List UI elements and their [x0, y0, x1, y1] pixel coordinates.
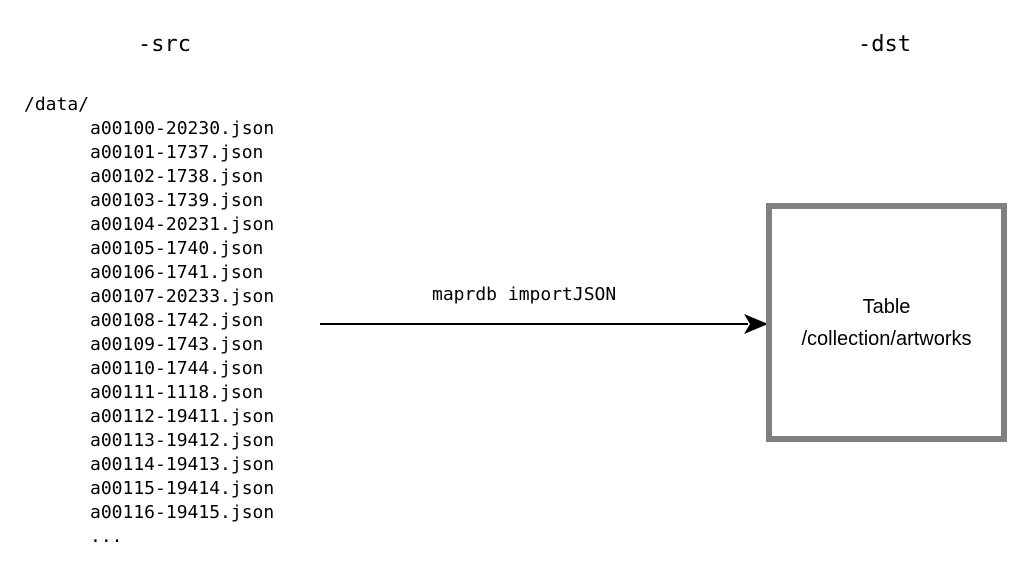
file-item: a00108-1742.json	[90, 310, 264, 331]
destination-table-box: Table /collection/artworks	[766, 203, 1007, 442]
src-label: -src	[138, 32, 191, 57]
file-item: a00101-1737.json	[90, 142, 264, 163]
dst-label: -dst	[858, 32, 911, 57]
file-item: a00106-1741.json	[90, 262, 264, 283]
source-directory: /data/	[24, 94, 90, 115]
file-item: ...	[90, 526, 123, 547]
file-item: a00104-20231.json	[90, 214, 275, 235]
file-item: a00116-19415.json	[90, 502, 275, 523]
file-item: a00115-19414.json	[90, 478, 275, 499]
file-item: a00102-1738.json	[90, 166, 264, 187]
table-path: /collection/artworks	[801, 327, 972, 350]
file-item: a00113-19412.json	[90, 430, 275, 451]
file-list: a00100-20230.json a00101-1737.json a00102-…	[90, 117, 274, 549]
import-arrow	[320, 314, 768, 334]
file-item: a00111-1118.json	[90, 382, 264, 403]
file-item: a00114-19413.json	[90, 454, 275, 475]
file-item: a00109-1743.json	[90, 334, 264, 355]
file-item: a00107-20233.json	[90, 286, 275, 307]
command-label: maprdb importJSON	[432, 284, 617, 305]
arrow-head	[744, 314, 768, 334]
file-item: a00110-1744.json	[90, 358, 264, 379]
file-item: a00100-20230.json	[90, 118, 275, 139]
file-item: a00103-1739.json	[90, 190, 264, 211]
file-item: a00105-1740.json	[90, 238, 264, 259]
table-title: Table	[862, 295, 911, 318]
file-item: a00112-19411.json	[90, 406, 275, 427]
